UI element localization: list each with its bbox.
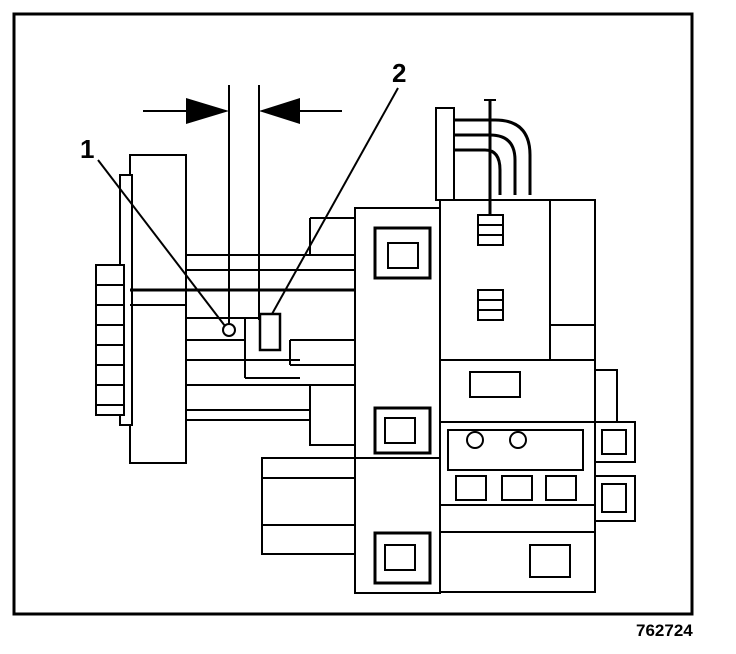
item-1-pin (222, 323, 236, 337)
lower-block (261, 457, 359, 555)
left-flange (95, 154, 187, 464)
leader-line-2 (271, 87, 399, 315)
figure-id: 762724 (636, 621, 693, 640)
item-2-slot (258, 312, 282, 352)
figure-frame (12, 12, 694, 616)
lower-connector (439, 359, 636, 593)
upper-connector-block (435, 99, 596, 361)
callout-label-1: 1 (80, 134, 94, 164)
leader-line-1 (97, 159, 226, 327)
main-housing (354, 207, 441, 594)
callout-label-2: 2 (392, 58, 406, 88)
